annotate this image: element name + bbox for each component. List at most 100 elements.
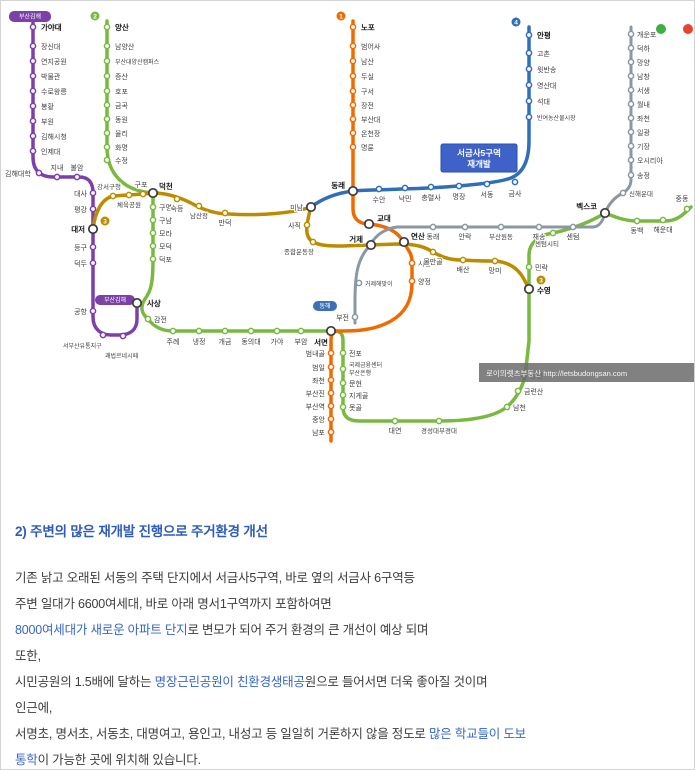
station-label: 남창	[637, 72, 650, 81]
station-label: 체육공원	[117, 200, 141, 209]
station-dot	[103, 143, 111, 151]
station-label: 만덕	[219, 218, 232, 227]
station-label: 부전	[336, 313, 349, 322]
station-label: 동래	[427, 232, 440, 241]
station-dot	[525, 49, 533, 57]
station-dot	[173, 195, 181, 203]
station-dot	[435, 417, 443, 425]
station-dot	[73, 173, 81, 181]
station-label: 지게골	[349, 391, 369, 400]
station-dot	[683, 205, 691, 213]
station-dot	[349, 87, 357, 95]
station-dot	[29, 42, 37, 50]
station-label: 장신대	[41, 42, 60, 51]
station-label: 해운대	[653, 225, 672, 234]
station-label: 온천장	[361, 129, 381, 138]
station-dot	[339, 403, 347, 411]
line-badge	[313, 301, 337, 311]
station-dot	[103, 72, 111, 80]
station-dot	[327, 363, 335, 371]
station-label: 서면	[314, 337, 328, 347]
station-label: 남산	[361, 57, 374, 66]
station-dot	[627, 58, 635, 66]
station-label: 남포	[312, 428, 325, 437]
station-dot	[627, 72, 635, 80]
station-dot	[483, 180, 491, 188]
airport-plane-icon: ✈	[100, 297, 108, 307]
station-dot	[627, 171, 635, 179]
highlight-text: 통학	[15, 753, 38, 767]
station-label: 센텀시티	[535, 239, 559, 248]
station-label: 서생	[637, 86, 650, 95]
station-label: 서부산유통지구	[63, 342, 102, 350]
body-text: 인근에,	[15, 701, 53, 715]
station-dot	[29, 117, 37, 125]
station-dot	[99, 331, 107, 339]
station-dot	[429, 223, 437, 231]
station-label: 송정	[637, 171, 650, 180]
station-dot	[491, 257, 499, 265]
station-dot	[349, 23, 357, 31]
station-label: 부암	[295, 338, 308, 346]
station-label: 남산정	[190, 211, 208, 220]
station-dot	[349, 143, 357, 151]
station-dot	[149, 255, 157, 263]
station-label: 반여농산물시장	[537, 114, 576, 122]
station-dot	[363, 218, 375, 230]
line-badge	[536, 275, 546, 285]
text-line: 주변 일대가 6600여세대, 바로 아래 명서1구역까지 포함하여면	[15, 591, 680, 617]
station-label: 수로왕릉	[41, 87, 67, 96]
station-dot	[339, 365, 347, 373]
station-dot	[327, 415, 335, 423]
station-label: 개운포	[637, 30, 657, 39]
station-dot	[139, 190, 147, 198]
station-dot	[149, 216, 157, 224]
station-dot	[309, 238, 317, 246]
station-dot	[455, 182, 463, 190]
station-label: 범일	[312, 363, 325, 372]
station-label: 인제대	[41, 147, 60, 156]
station-dot	[525, 97, 533, 105]
station-label: 안평	[537, 30, 551, 40]
station-dot	[627, 142, 635, 150]
body-text: 또한,	[15, 649, 41, 663]
station-label: 중앙	[312, 416, 325, 424]
station-label: 수안	[373, 195, 386, 204]
station-label: 미남	[290, 203, 303, 212]
redevelopment-label-text: 재개발	[467, 159, 491, 169]
station-dot	[273, 327, 281, 335]
highlight-text: 8000여세대가 새로운 아파트 단지	[15, 623, 188, 637]
station-dot	[89, 205, 97, 213]
station-label: 덕포	[159, 255, 172, 264]
station-dot	[109, 192, 117, 200]
station-dot	[503, 403, 511, 411]
station-label: 동원	[115, 115, 128, 124]
line-badge	[9, 11, 51, 22]
station-label: 부산진	[306, 389, 325, 398]
line-badge	[90, 11, 100, 21]
station-dot	[349, 115, 357, 123]
station-dot	[195, 202, 203, 210]
station-label: 서동	[481, 190, 494, 199]
line-badge-label: 2	[93, 13, 97, 20]
text-line: 시민공원의 1.5배에 달하는 명장근린공원이 친환경생태공원으로 들어서면 더…	[15, 669, 680, 695]
station-label: 부산역	[306, 402, 325, 411]
station-dot	[525, 263, 533, 271]
station-label: 사직	[288, 221, 301, 230]
station-dot	[149, 242, 157, 250]
station-label: 부산은행	[349, 369, 371, 377]
station-label: 공항	[74, 307, 87, 316]
station-label: 범내골	[306, 349, 326, 358]
line-badge	[511, 17, 521, 27]
station-label: 봉황	[41, 102, 54, 111]
station-dot	[429, 248, 437, 256]
station-dot	[169, 327, 177, 335]
station-dot	[525, 65, 533, 73]
station-label: 김해시청	[41, 132, 67, 141]
station-dot	[349, 57, 357, 65]
station-dot	[627, 44, 635, 52]
station-label: 지내	[51, 163, 64, 172]
station-dot	[627, 30, 635, 38]
station-dot	[351, 313, 359, 321]
